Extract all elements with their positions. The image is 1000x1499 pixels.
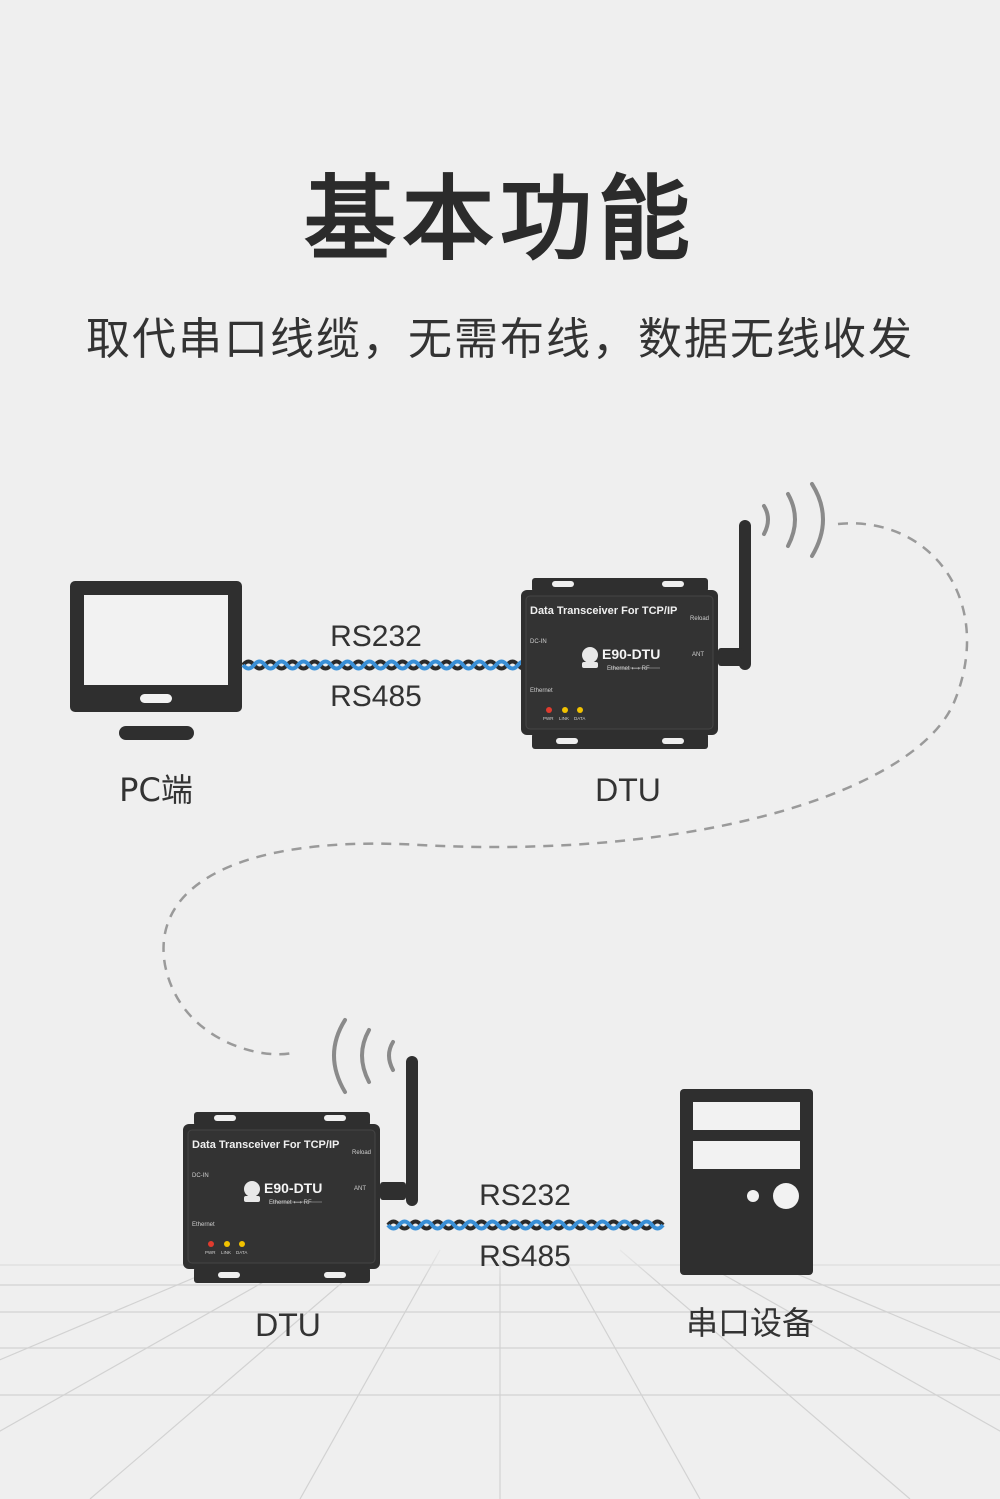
page-title: 基本功能 <box>303 166 696 273</box>
led-label-link: LINK <box>559 716 569 721</box>
serial-device-label: 串口设备 <box>686 1304 814 1342</box>
top-dtu-device <box>521 520 751 749</box>
led-label-pwr: PWR <box>205 1250 216 1255</box>
bottom-cable-label-rs232: RS232 <box>479 1179 571 1212</box>
top-cable-label-rs485: RS485 <box>330 680 422 713</box>
pc-label: PC端 <box>119 771 193 809</box>
dtu-sub: Ethernet ⟷ RF <box>607 666 650 672</box>
dtu-dcin: DC-IN <box>530 639 547 645</box>
dtu-reload: Reload <box>352 1150 371 1156</box>
dtu-reload: Reload <box>690 616 709 622</box>
bottom-cable-label-rs485: RS485 <box>479 1240 571 1273</box>
led-label-pwr: PWR <box>543 716 554 721</box>
top-dtu-label: DTU <box>595 772 661 808</box>
top-cable <box>241 659 531 671</box>
robot-logo-icon <box>582 647 598 663</box>
dtu-caption: Data Transceiver For TCP/IP <box>192 1139 339 1151</box>
led-label-data: DATA <box>236 1250 247 1255</box>
wireless-link-path <box>162 522 969 1056</box>
dtu-dcin: DC-IN <box>192 1173 209 1179</box>
antenna-icon <box>406 1056 418 1206</box>
dtu-model: E90-DTU <box>264 1180 322 1196</box>
dtu-ethernet: Ethernet <box>530 688 553 694</box>
led-label-data: DATA <box>574 716 585 721</box>
antenna-icon <box>739 520 751 670</box>
top-cable-label-rs232: RS232 <box>330 620 422 653</box>
dtu-model: E90-DTU <box>602 646 660 662</box>
dtu-sub: Ethernet ⟷ RF <box>269 1200 312 1206</box>
signal-waves-icon <box>762 482 825 558</box>
pc-monitor-icon <box>70 581 242 740</box>
dtu-ant: ANT <box>354 1186 366 1192</box>
bottom-dtu-device <box>183 1056 418 1283</box>
dtu-ant: ANT <box>692 652 704 658</box>
serial-device-icon <box>680 1089 813 1275</box>
bottom-dtu-label: DTU <box>255 1307 321 1343</box>
bottom-cable <box>386 1219 665 1231</box>
floor-grid <box>0 1249 1000 1499</box>
dtu-caption: Data Transceiver For TCP/IP <box>530 605 677 617</box>
robot-logo-icon <box>244 1181 260 1197</box>
signal-waves-icon <box>332 1018 395 1094</box>
page-subtitle: 取代串口线缆，无需布线，数据无线收发 <box>86 314 914 365</box>
led-label-link: LINK <box>221 1250 231 1255</box>
dtu-ethernet: Ethernet <box>192 1222 215 1228</box>
